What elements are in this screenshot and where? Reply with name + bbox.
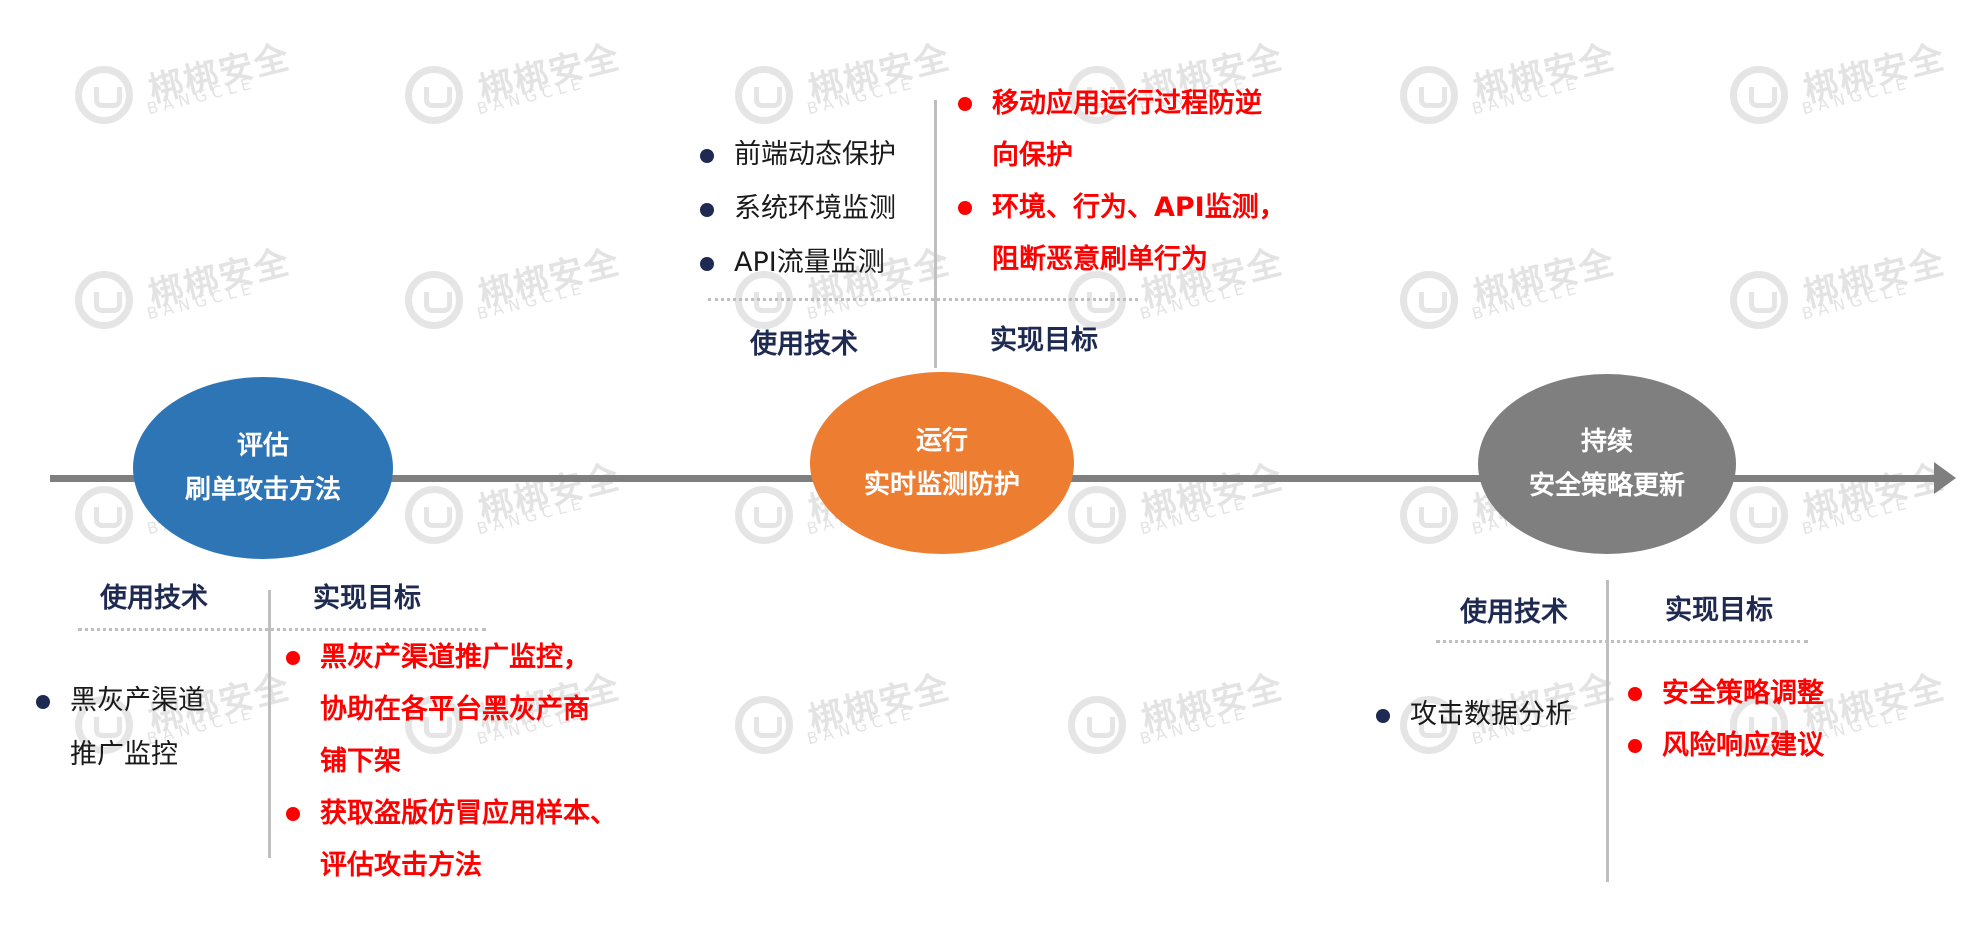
bullet-icon bbox=[36, 695, 50, 709]
tech-item: API流量监测 bbox=[700, 236, 896, 290]
bullet-icon bbox=[286, 651, 300, 665]
tech-list: 前端动态保护 系统环境监测 API流量监测 bbox=[700, 128, 896, 290]
stage-subtitle: 刷单攻击方法 bbox=[184, 475, 341, 505]
bangcle-logo-icon bbox=[75, 271, 133, 329]
bangcle-logo-icon bbox=[1400, 66, 1458, 124]
bullet-icon bbox=[700, 203, 714, 217]
divider-dotted bbox=[1436, 640, 1808, 643]
stage-title: 持续 bbox=[1580, 427, 1633, 457]
tech-list: 攻击数据分析 bbox=[1376, 688, 1572, 742]
tech-list: 黑灰产渠道 推广监控 bbox=[36, 674, 205, 782]
tech-header: 使用技术 bbox=[1460, 597, 1568, 628]
tech-item: 攻击数据分析 bbox=[1376, 688, 1572, 742]
bullet-icon bbox=[958, 97, 972, 111]
goal-header: 实现目标 bbox=[1665, 595, 1773, 626]
bangcle-logo-icon bbox=[405, 486, 463, 544]
bangcle-logo-icon bbox=[1400, 486, 1458, 544]
divider-vertical bbox=[268, 590, 271, 858]
bangcle-logo-icon bbox=[1068, 696, 1126, 754]
divider-vertical bbox=[934, 100, 937, 368]
tech-header: 使用技术 bbox=[100, 583, 208, 614]
tech-item: 推广监控 bbox=[70, 739, 178, 770]
timeline-arrow-icon bbox=[1934, 462, 1956, 494]
goal-item: 安全策略调整 bbox=[1628, 668, 1824, 720]
goal-header: 实现目标 bbox=[990, 325, 1098, 356]
goal-item: 风险响应建议 bbox=[1628, 720, 1824, 772]
stage-runtime-circle: 运行 实时监测防护 bbox=[810, 372, 1074, 554]
bangcle-logo-icon bbox=[75, 66, 133, 124]
bullet-icon bbox=[700, 149, 714, 163]
bangcle-logo-icon bbox=[75, 486, 133, 544]
bangcle-logo-icon bbox=[405, 271, 463, 329]
bangcle-logo-icon bbox=[735, 486, 793, 544]
bullet-icon bbox=[1628, 739, 1642, 753]
goal-header: 实现目标 bbox=[313, 583, 421, 614]
bullet-icon bbox=[958, 201, 972, 215]
goal-list: 移动应用运行过程防逆 向保护 环境、行为、API监测， 阻断恶意刷单行为 bbox=[958, 78, 1286, 286]
bangcle-logo-icon bbox=[735, 696, 793, 754]
goal-list: 安全策略调整 风险响应建议 bbox=[1628, 668, 1824, 772]
tech-item: 前端动态保护 bbox=[700, 128, 896, 182]
bullet-icon bbox=[1628, 687, 1642, 701]
divider-vertical bbox=[1606, 580, 1609, 882]
bangcle-logo-icon bbox=[405, 66, 463, 124]
goal-list: 黑灰产渠道推广监控， 协助在各平台黑灰产商 铺下架 获取盗版仿冒应用样本、 评估… bbox=[286, 632, 617, 892]
stage-subtitle: 安全策略更新 bbox=[1528, 471, 1685, 501]
goal-item: 移动应用运行过程防逆 向保护 bbox=[958, 78, 1286, 182]
bangcle-logo-icon bbox=[1730, 271, 1788, 329]
bangcle-logo-icon bbox=[735, 66, 793, 124]
divider-dotted bbox=[78, 628, 486, 631]
bangcle-logo-icon bbox=[1400, 271, 1458, 329]
divider-dotted bbox=[708, 298, 1138, 301]
bangcle-logo-icon bbox=[1730, 486, 1788, 544]
stage-evaluate-circle: 评估 刷单攻击方法 bbox=[133, 377, 393, 559]
goal-item: 环境、行为、API监测， 阻断恶意刷单行为 bbox=[958, 182, 1286, 286]
tech-item: 系统环境监测 bbox=[700, 182, 896, 236]
bullet-icon bbox=[700, 257, 714, 271]
stage-subtitle: 实时监测防护 bbox=[863, 470, 1020, 500]
bangcle-logo-icon bbox=[1068, 486, 1126, 544]
goal-item: 黑灰产渠道推广监控， 协助在各平台黑灰产商 铺下架 bbox=[286, 632, 617, 788]
bangcle-logo-icon bbox=[1730, 66, 1788, 124]
bullet-icon bbox=[286, 807, 300, 821]
bullet-icon bbox=[1376, 709, 1390, 723]
stage-title: 运行 bbox=[915, 426, 968, 456]
tech-header: 使用技术 bbox=[750, 329, 858, 360]
goal-item: 获取盗版仿冒应用样本、 评估攻击方法 bbox=[286, 788, 617, 892]
tech-item: 黑灰产渠道 bbox=[36, 674, 205, 728]
stage-continuous-circle: 持续 安全策略更新 bbox=[1478, 374, 1736, 554]
stage-title: 评估 bbox=[236, 431, 289, 461]
